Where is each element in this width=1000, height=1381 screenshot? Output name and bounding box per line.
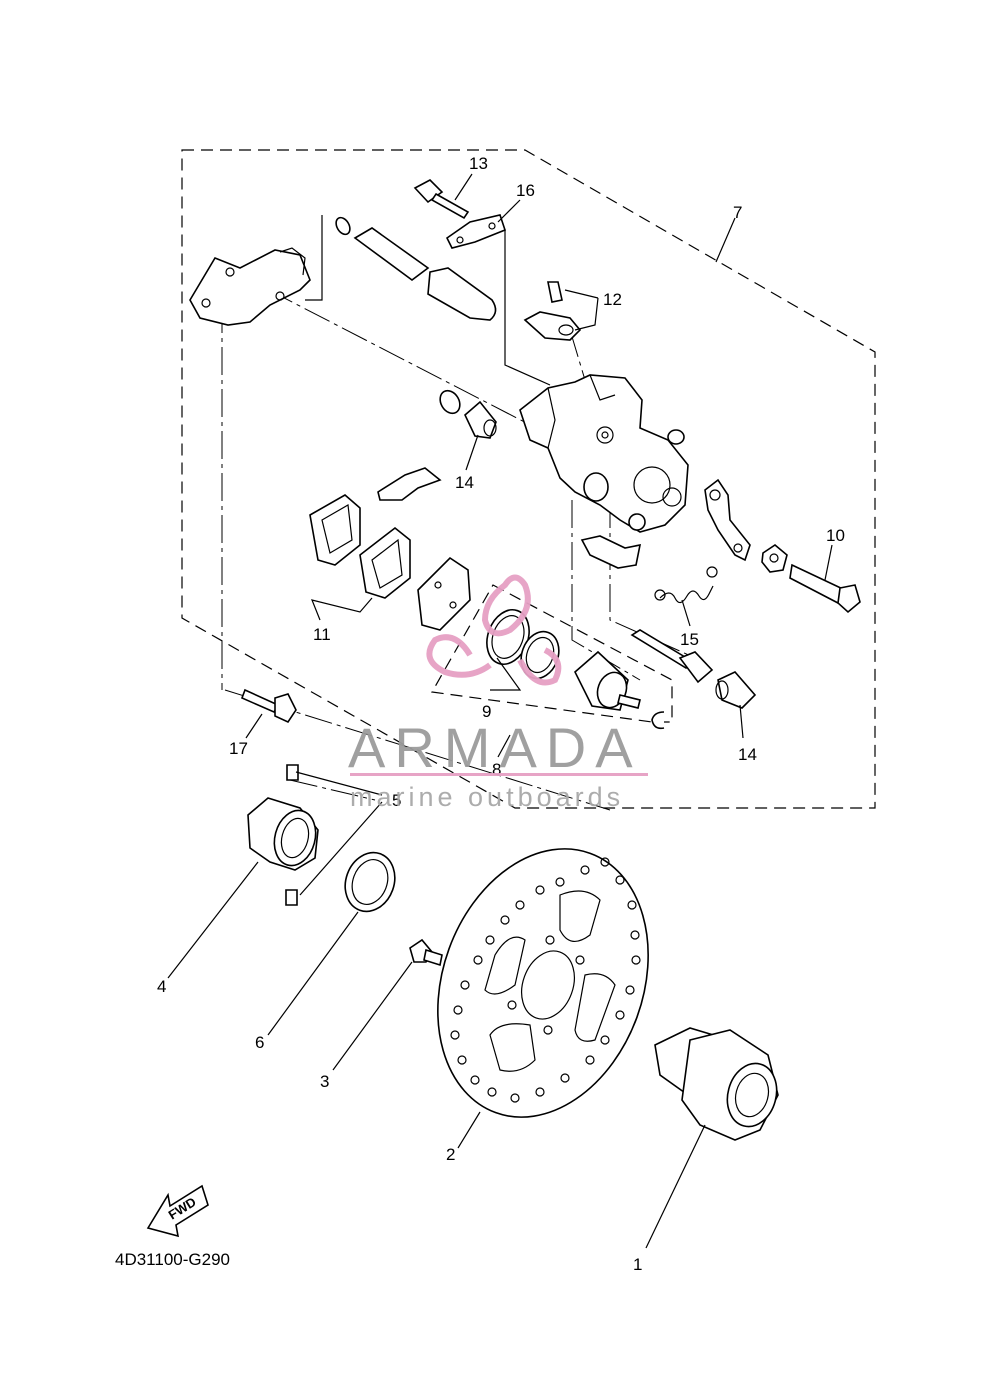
slide-pin-lower: [630, 629, 714, 684]
bracket-line: [305, 215, 323, 301]
axis-line: [571, 500, 641, 681]
bolt-10: [789, 563, 861, 614]
oil-seal-6: [344, 851, 396, 913]
spring-15: [654, 566, 718, 604]
callout-10: 10: [826, 526, 845, 545]
caliper-body: [519, 374, 689, 569]
callout-14a: 14: [455, 473, 474, 492]
callout-4: 4: [157, 977, 166, 996]
callout-5: 5: [392, 791, 401, 810]
axis-line: [289, 779, 376, 801]
callout-14b: 14: [738, 745, 757, 764]
disc-holes: [450, 857, 641, 1103]
circlip: [651, 711, 665, 730]
lock-plate-16: [445, 214, 506, 249]
callout-11: 11: [313, 625, 331, 644]
axis-line: [609, 500, 701, 661]
bolt-13: [413, 179, 470, 220]
callout-12: 12: [603, 290, 622, 309]
collar-4: [247, 797, 319, 871]
callout-7: 7: [733, 203, 742, 222]
set-screw-5: [285, 764, 299, 906]
drawing-code: 4D31100-G290: [115, 1250, 230, 1269]
screw-3: [409, 938, 443, 967]
watermark-brand: ARMADA: [348, 716, 642, 779]
boot-14-lower: [715, 671, 757, 709]
callout-1: 1: [633, 1255, 642, 1274]
watermark-underline: [350, 773, 648, 776]
brake-disc-2: [437, 848, 649, 1118]
boot-14-upper: [439, 389, 497, 439]
leader-lines: [167, 173, 833, 1249]
watermark-logo-icon: [426, 574, 562, 686]
caliper-assembly-boundary: [181, 149, 876, 809]
pad-shim: [417, 556, 471, 631]
callout-17: 17: [229, 739, 248, 758]
callout-6: 6: [255, 1033, 264, 1052]
pad-spring: [377, 467, 442, 501]
forward-arrow-icon: FWD: [146, 1184, 209, 1238]
callout-15: 15: [680, 630, 699, 649]
callout-13: 13: [469, 154, 488, 173]
callout-8: 8: [492, 760, 501, 779]
hub-1: [654, 1027, 779, 1141]
callout-2: 2: [446, 1145, 455, 1164]
bolt-17: [240, 688, 297, 724]
caliper-bracket: [189, 247, 311, 326]
caliper-pin: [335, 216, 497, 321]
nut-10: [761, 544, 788, 573]
callout-16: 16: [516, 181, 535, 200]
watermark-tagline: marine outboards: [350, 782, 624, 812]
bleed-screw-12: [523, 281, 582, 341]
callout-9: 9: [482, 702, 491, 721]
piston: [574, 650, 641, 711]
bracket-line: [496, 229, 551, 386]
callout-3: 3: [320, 1072, 329, 1091]
lever-arm: [704, 478, 751, 562]
watermark: ARMADA marine outboards: [348, 574, 648, 812]
brake-pad-11: [309, 494, 411, 599]
